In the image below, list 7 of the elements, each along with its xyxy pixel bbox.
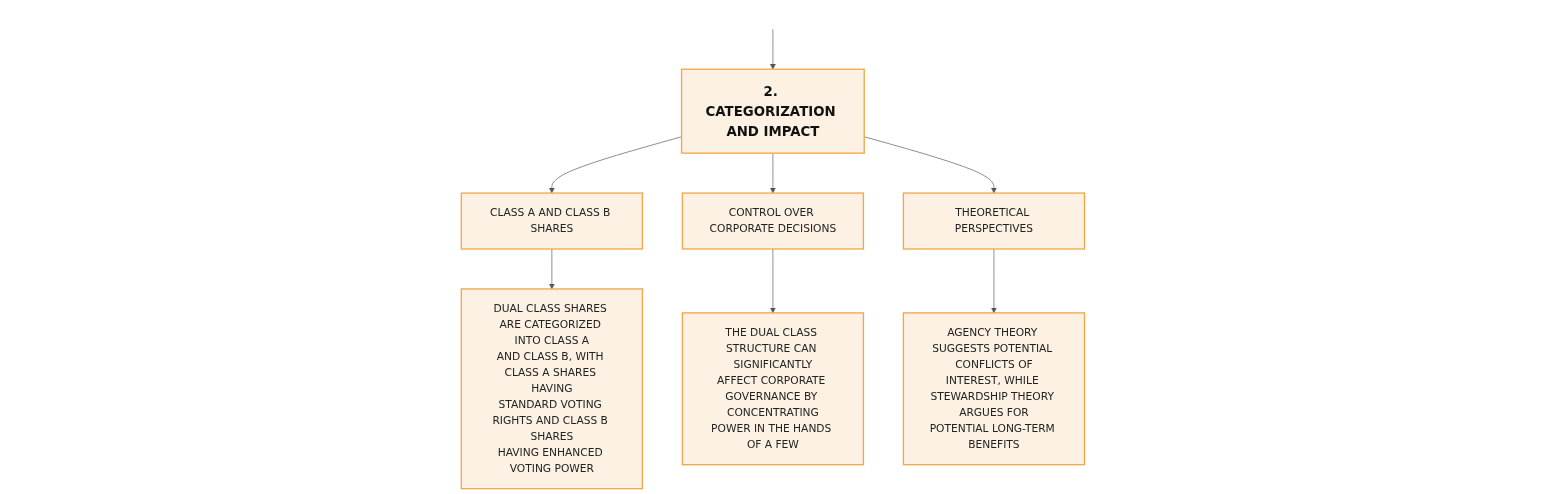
node-box: CONTROL OVER CORPORATE DECISIONS xyxy=(681,192,864,250)
node-box: AGENCY THEORY SUGGESTS POTENTIAL CONFLICTS OF INTEREST, WHILE STEWARDSHIP THEORY ARGUES FOR POTENTIAL LONG-TERM BENEFITS xyxy=(902,312,1085,466)
node-box: CLASS A AND CLASS B SHARES xyxy=(460,192,643,250)
node-box: DUAL CLASS SHARES ARE CATEGORIZED INTO CLASS A AND CLASS B, WITH CLASS A SHARES HAVING STANDARD VOTING RIGHTS AND CLASS B SHARES HAVING ENHANCED VOTING POWER xyxy=(460,288,643,490)
node-box: 2. CATEGORIZATION AND IMPACT xyxy=(680,68,865,154)
node-box: THEORETICAL PERSPECTIVES xyxy=(902,192,1085,250)
node-box: THE DUAL CLASS STRUCTURE CAN SIGNIFICANTLY AFFECT CORPORATE GOVERNANCE BY CONCENTRATING POWER IN THE HANDS OF A FEW xyxy=(681,312,864,466)
